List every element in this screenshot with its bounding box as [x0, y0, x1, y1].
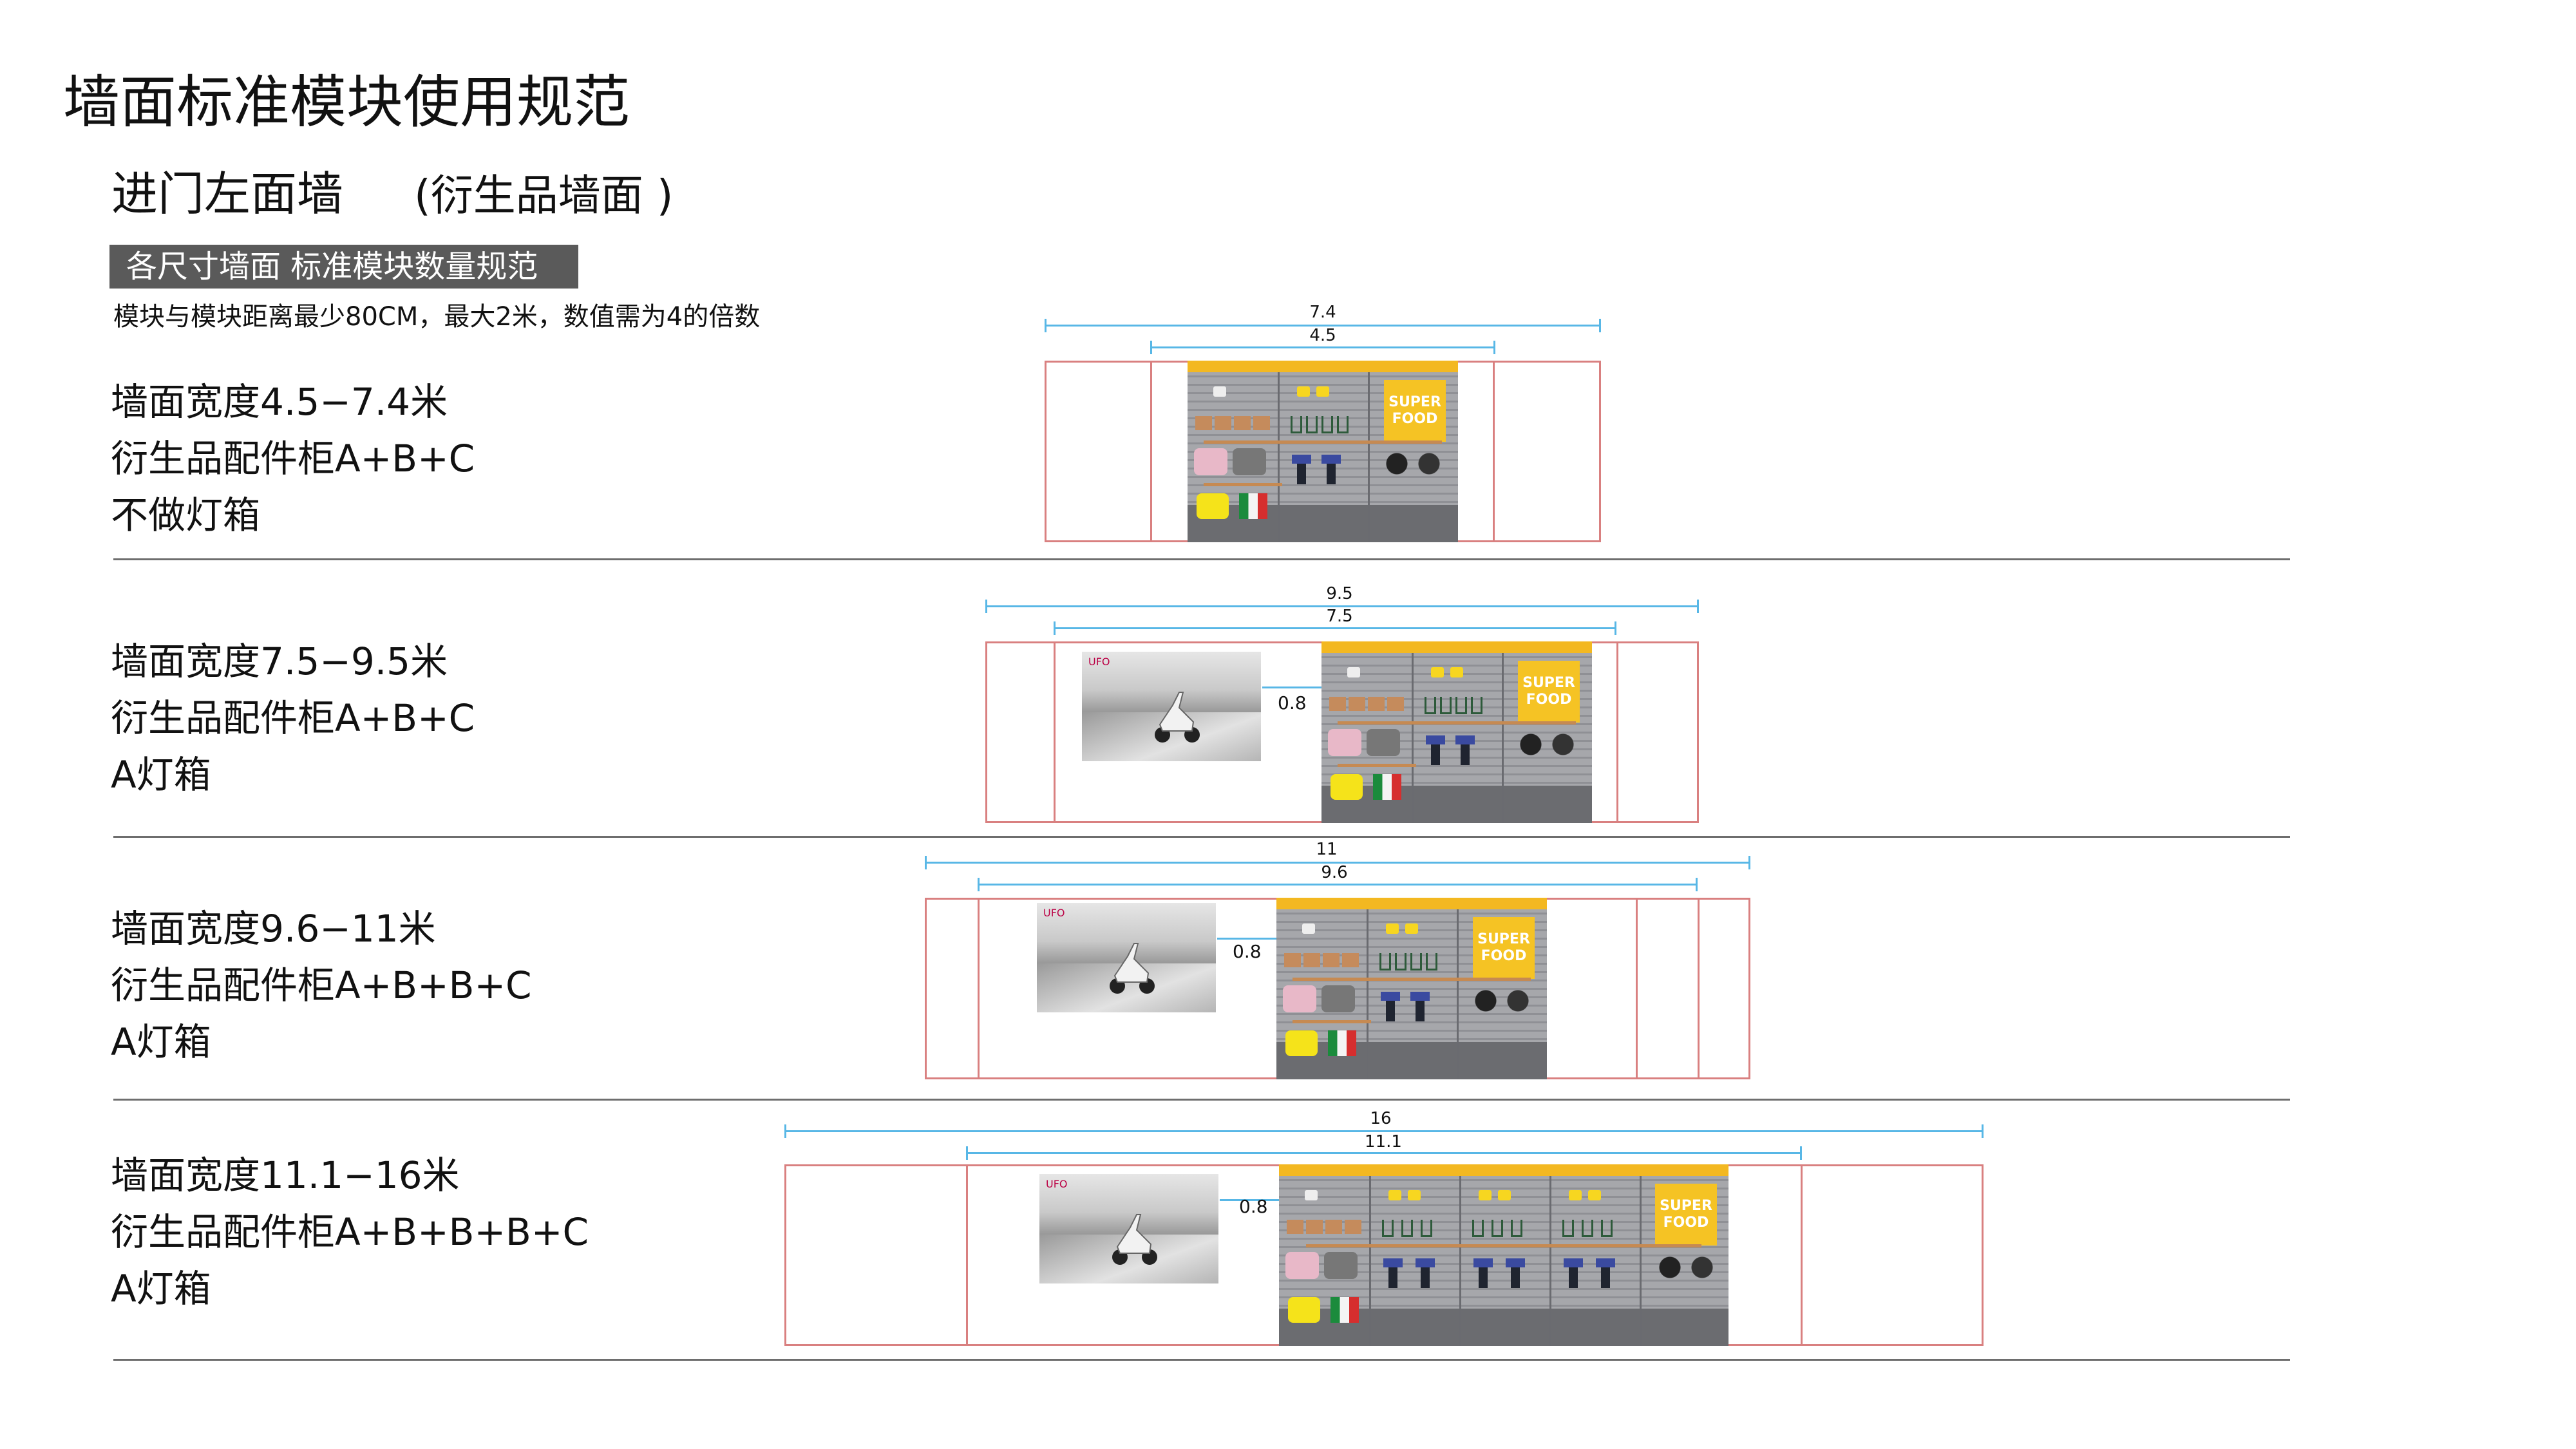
section-3-inner-left-line — [978, 898, 980, 1079]
subtitle-note: (衍生品墙面 ) — [414, 171, 674, 220]
section-4-lightbox: A灯箱 — [111, 1267, 211, 1311]
section-4-info: 墙面宽度11.1−16米 衍生品配件柜A+B+B+B+C A灯箱 — [111, 1147, 589, 1317]
subtitle-main: 进门左面墙 — [111, 167, 344, 221]
section-1-outer-dimension — [1045, 319, 1601, 332]
section-1-lightbox: 不做灯箱 — [111, 493, 261, 537]
section-4-outer-dimension — [784, 1124, 1984, 1138]
section-1-info: 墙面宽度4.5−7.4米 衍生品配件柜A+B+C 不做灯箱 — [111, 374, 475, 544]
section-1-inner-left-line — [1150, 361, 1152, 542]
section-1-width: 墙面宽度4.5−7.4米 — [111, 380, 448, 424]
section-2-gap-line — [1262, 687, 1321, 688]
section-2-divider — [113, 836, 2290, 838]
section-3-inner-label: 9.6 — [1321, 863, 1348, 882]
section-3-gap-line — [1217, 938, 1276, 940]
section-1-cabinets: 衍生品配件柜A+B+C — [111, 437, 475, 480]
section-4-cabinet-set: SUPER FOOD — [1279, 1164, 1728, 1346]
section-4-inner-left-line — [966, 1164, 968, 1346]
section-2-lightbox-image: UFO — [1082, 652, 1261, 761]
section-2-cabinet-set: SUPER FOOD — [1321, 641, 1592, 823]
spacing-rule: 模块与模块距离最少80CM，最大2米，数值需为4的倍数 — [113, 302, 761, 332]
section-3-inner-right-line — [1698, 898, 1700, 1079]
section-3-lightbox: A灯箱 — [111, 1020, 211, 1064]
section-2-inner-left-line — [1054, 641, 1056, 823]
section-1-divider — [113, 558, 2290, 560]
section-1-cabinet-set: SUPER FOOD — [1188, 361, 1458, 542]
section-4-inner-dimension — [966, 1146, 1802, 1160]
section-4-lightbox-image: UFO — [1039, 1174, 1218, 1283]
section-1-inner-label: 4.5 — [1309, 326, 1336, 345]
section-2-inner-right-line — [1616, 641, 1618, 823]
section-3-outer-dimension — [925, 856, 1750, 869]
section-2-gap-label: 0.8 — [1278, 692, 1307, 714]
section-1-sign: SUPER FOOD — [1384, 380, 1446, 442]
section-4-gap-line — [1220, 1199, 1279, 1201]
section-4-inner-right-line — [1801, 1164, 1803, 1346]
section-3-cabinet-set: SUPER FOOD — [1276, 898, 1547, 1079]
section-2-inner-dimension — [1054, 621, 1616, 635]
section-2-width: 墙面宽度7.5−9.5米 — [111, 639, 448, 683]
section-1-inner-dimension — [1150, 341, 1495, 354]
section-4-width: 墙面宽度11.1−16米 — [111, 1153, 460, 1197]
section-2-lightbox: A灯箱 — [111, 753, 211, 797]
section-3-cabinets: 衍生品配件柜A+B+B+C — [111, 963, 532, 1007]
page-title: 墙面标准模块使用规范 — [63, 69, 630, 135]
section-3-info: 墙面宽度9.6−11米 衍生品配件柜A+B+B+C A灯箱 — [111, 900, 532, 1070]
section-3-photo-logo: UFO — [1043, 907, 1065, 919]
scooter-icon — [1110, 942, 1155, 994]
section-3-lightbox-image: UFO — [1037, 903, 1216, 1012]
section-4-cabinets: 衍生品配件柜A+B+B+B+C — [111, 1210, 589, 1254]
scooter-icon — [1112, 1213, 1158, 1265]
section-3-gap-label: 0.8 — [1233, 941, 1262, 962]
spec-badge: 各尺寸墙面 标准模块数量规范 — [109, 245, 578, 289]
section-3-divider — [113, 1099, 2290, 1101]
scooter-icon — [1155, 691, 1200, 743]
section-3-sign: SUPER FOOD — [1473, 917, 1535, 979]
section-4-photo-logo: UFO — [1046, 1178, 1068, 1190]
section-4-divider — [113, 1359, 2290, 1361]
section-4-inner-label: 11.1 — [1365, 1132, 1402, 1151]
section-1-outer-label: 7.4 — [1309, 303, 1336, 322]
section-2-inner-label: 7.5 — [1326, 607, 1353, 626]
section-2-photo-logo: UFO — [1088, 656, 1110, 668]
section-3-width: 墙面宽度9.6−11米 — [111, 907, 436, 951]
section-1-inner-right-line — [1493, 361, 1495, 542]
section-2-outer-label: 9.5 — [1326, 584, 1353, 603]
section-2-outer-dimension — [985, 600, 1699, 613]
section-4-outer-label: 16 — [1370, 1109, 1392, 1128]
section-4-gap-label: 0.8 — [1239, 1196, 1268, 1217]
section-3-outer-label: 11 — [1316, 840, 1338, 859]
section-2-info: 墙面宽度7.5−9.5米 衍生品配件柜A+B+C A灯箱 — [111, 633, 475, 803]
section-subtitle: 进门左面墙 (衍生品墙面 ) — [111, 165, 674, 225]
section-4-sign: SUPER FOOD — [1655, 1184, 1717, 1245]
section-2-sign: SUPER FOOD — [1518, 661, 1580, 723]
section-3-inner-dimension — [978, 878, 1698, 891]
section-2-cabinets: 衍生品配件柜A+B+C — [111, 696, 475, 740]
section-3-extra-line — [1636, 898, 1638, 1079]
